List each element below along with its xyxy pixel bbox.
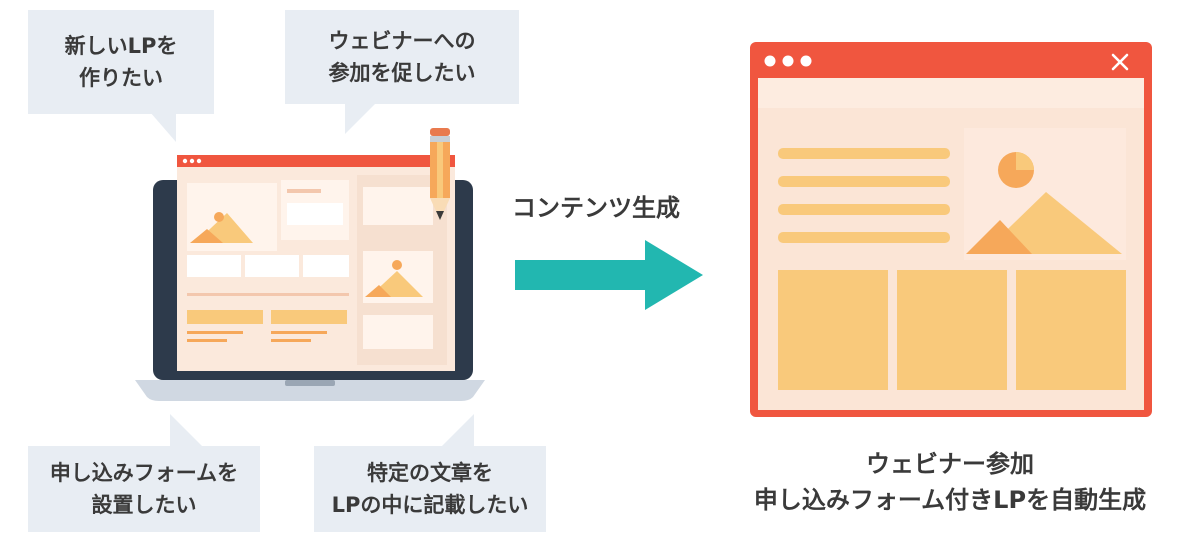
- right-arrow-icon: [515, 240, 703, 310]
- speech-bubble-tail: [150, 112, 176, 142]
- speech-bubble-tail: [440, 414, 474, 448]
- bubble-line: 作りたい: [79, 66, 163, 90]
- bubble-line: 参加を促したい: [328, 61, 476, 85]
- caption-line: ウェビナー参加: [866, 450, 1034, 478]
- close-icon[interactable]: [1110, 52, 1130, 72]
- bubble-line: 申し込みフォームを: [49, 461, 239, 485]
- bubble-line: 特定の文章を: [367, 461, 493, 485]
- caption-line: 申し込みフォーム付きLPを自動生成: [753, 486, 1147, 514]
- bubble-line: 新しいLPを: [64, 34, 178, 58]
- speech-bubble-new-lp: 新しいLPを 作りたい: [28, 10, 214, 114]
- speech-bubble-tail: [170, 414, 204, 448]
- speech-bubble-webinar: ウェビナーへの 参加を促したい: [285, 10, 519, 104]
- speech-bubble-tail: [345, 102, 377, 134]
- speech-bubble-text: 特定の文章を LPの中に記載したい: [314, 446, 546, 532]
- arrow-label: コンテンツ生成: [512, 194, 680, 222]
- bubble-line: LPの中に記載したい: [331, 493, 529, 517]
- pencil-icon: [430, 128, 450, 220]
- laptop-icon: [135, 155, 485, 401]
- browser-window-icon: [750, 42, 1152, 417]
- bubble-line: 設置したい: [91, 493, 197, 517]
- result-caption: ウェビナー参加 申し込みフォーム付きLPを自動生成: [700, 446, 1200, 518]
- bubble-line: ウェビナーへの: [328, 29, 476, 53]
- speech-bubble-form: 申し込みフォームを 設置したい: [28, 446, 260, 532]
